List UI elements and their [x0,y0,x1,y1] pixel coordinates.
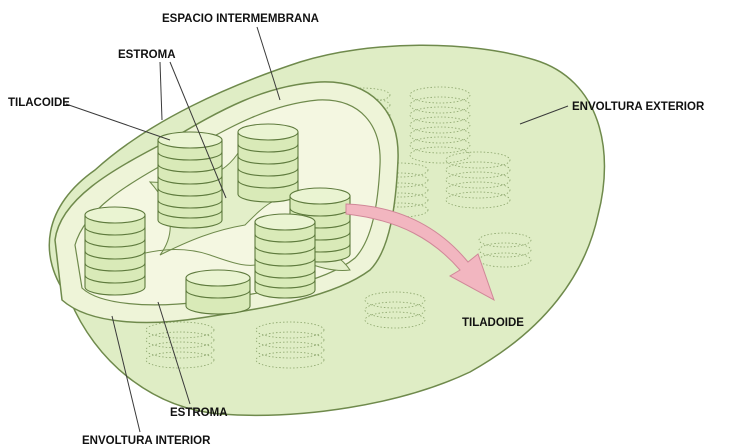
leader-estroma-top-a [160,62,162,120]
leader-tilacoide [66,104,170,140]
label-tiladoide: TILADOIDE [462,317,524,329]
label-estroma-bottom: ESTROMA [170,407,228,419]
label-tilacoide: TILACOIDE [8,97,70,109]
label-estroma-top: ESTROMA [118,49,176,61]
label-espacio-intermembrana: ESPACIO INTERMEMBRANA [162,13,319,25]
label-envoltura-exterior: ENVOLTURA EXTERIOR [572,101,705,113]
label-envoltura-interior: ENVOLTURA INTERIOR [82,435,211,447]
